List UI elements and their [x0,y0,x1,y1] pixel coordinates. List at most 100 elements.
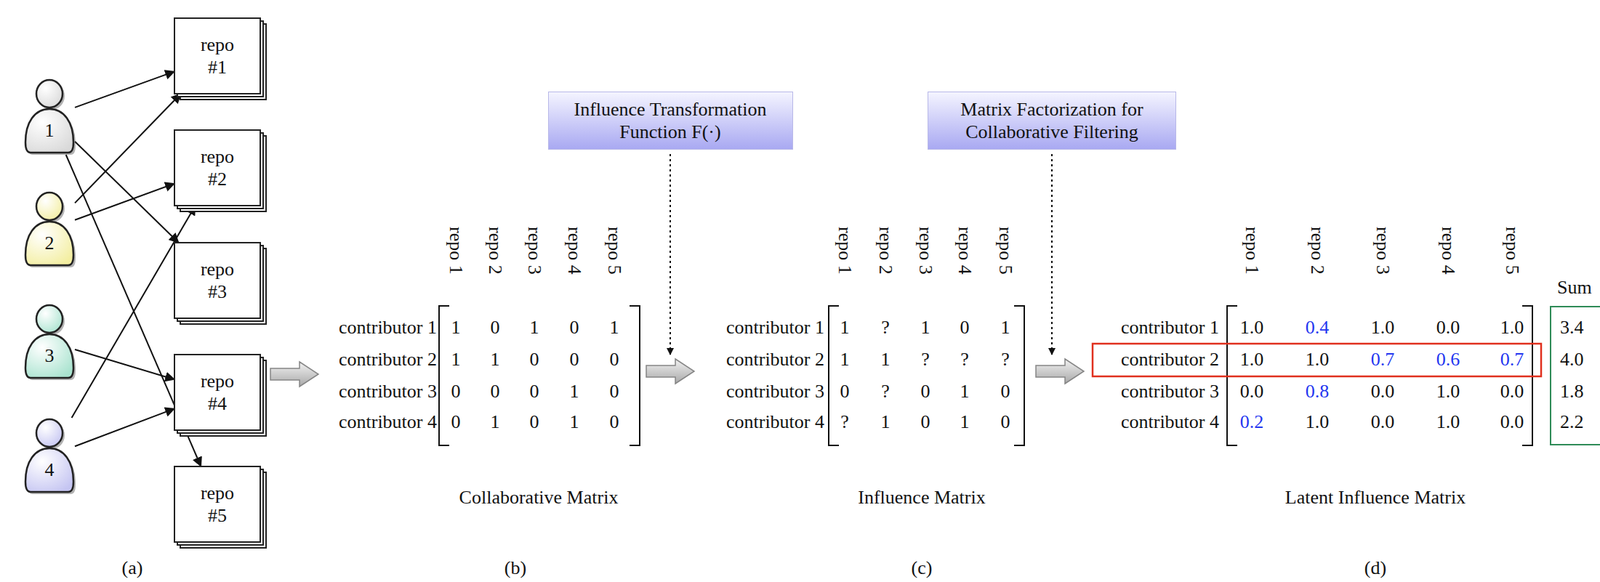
matrix-cell: 0 [451,380,461,403]
matrix-cell: 1.0 [1436,380,1461,403]
contributor-figure: 3 [23,303,75,381]
node-text: repo #2 [200,145,235,191]
matrix-cell: 0.8 [1305,380,1330,403]
contribution-arrow [74,71,175,108]
column-header: repo 4 [562,226,586,275]
matrix-cell: 0 [609,348,620,371]
matrix-cell: 0 [569,348,580,371]
sum-box: Sum3.44.01.82.2 [1549,276,1600,448]
node-text: repo #4 [200,370,235,416]
column-header: repo 4 [953,226,976,275]
repo-box: repo #2 [173,129,267,213]
matrix-cell: 0 [609,380,620,403]
matrix-cell: 1 [569,410,580,434]
row-label: contributor 1 [1120,316,1220,339]
person-icon [23,417,75,495]
matrix-cell: ? [881,316,890,339]
matrix-bracket [1014,306,1025,446]
matrix-cell: 0 [490,316,501,339]
matrix-cell: 0 [1000,410,1011,434]
row-label: contributor 4 [1120,410,1220,434]
node-text: 4 [23,458,75,482]
column-header: repo 3 [913,226,937,275]
matrix-cell: 1 [840,316,850,339]
contribution-arrow [74,349,175,380]
matrix-cell: 1.0 [1436,410,1461,434]
node-text: Sum [1557,276,1593,299]
node-text: 1.8 [1560,380,1585,403]
matrix-cell: 1 [451,316,461,339]
panel-letter: (c) [911,556,933,580]
panel-letter: (d) [1364,556,1387,580]
matrix-cell: 0 [490,380,501,403]
matrix-cell: 0 [451,410,461,434]
matrix-cell: 1 [451,348,461,371]
flow-arrow [270,362,319,387]
dotted-pointer [669,154,671,355]
highlight-row [1092,343,1542,377]
matrix-cell: 1 [960,380,970,403]
person-icon [23,78,75,155]
matrix-cell: ? [921,348,930,371]
node-text: 4.0 [1560,348,1585,371]
column-header: repo 5 [602,226,626,275]
repo-page [174,466,261,543]
matrix-cell: 1 [490,348,501,371]
person-head [36,305,63,333]
matrix-cell: 0.6 [1436,348,1461,371]
matrix-cell: 0.7 [1371,348,1396,371]
process-box: Influence Transformation Function F(·) [548,91,794,150]
flow-arrow [1035,359,1084,384]
repo-box: repo #3 [173,242,267,325]
column-header: repo 2 [1305,226,1329,275]
contribution-arrow [74,183,175,221]
row-label: contributor 1 [338,316,437,339]
node-text: 1 [23,119,75,142]
column-header: repo 2 [483,226,506,275]
node-text: Influence Transformation Function F(·) [557,98,784,144]
row-label: contributor 4 [726,410,825,434]
panel-letter: (a) [122,556,144,580]
column-header: repo 5 [1500,226,1523,275]
repo-box: repo #1 [173,17,267,101]
matrix-cell: 1 [529,316,540,339]
node-text: repo #5 [200,481,235,528]
row-label: contributor 2 [726,348,825,371]
column-header: repo 1 [444,226,467,275]
matrix-cell: 1.0 [1305,410,1330,434]
column-header: repo 2 [873,226,897,275]
matrix-cell: 0.4 [1305,316,1330,339]
column-header: repo 1 [833,226,856,275]
matrix-cell: 1.0 [1371,316,1396,339]
node-text: 2.2 [1560,410,1585,434]
matrix-bracket [629,306,640,446]
row-label: contributor 2 [338,348,437,371]
matrix-cell: 0.7 [1500,348,1525,371]
person-head [36,79,63,108]
row-label: contributor 3 [1120,380,1220,403]
matrix-cell: 0 [569,316,580,339]
repo-page [174,354,261,431]
matrix-title: Latent Influence Matrix [1285,486,1466,509]
matrix-bracket [828,306,839,446]
node-text: repo #3 [200,258,235,304]
node-text: repo #1 [200,33,235,79]
repo-page [174,130,261,206]
person-head [36,192,63,221]
matrix-cell: 0 [529,380,540,403]
matrix-cell: ? [881,380,890,403]
matrix-cell: 0.0 [1240,380,1265,403]
node-text: 3 [23,344,75,368]
column-header: repo 1 [1240,226,1263,275]
matrix-cell: 1 [840,348,850,371]
matrix-cell: 0 [529,410,540,434]
column-header: repo 3 [1371,226,1394,275]
row-label: contributor 3 [726,380,825,403]
matrix-cell: 0.0 [1500,380,1525,403]
column-header: repo 4 [1436,226,1459,275]
matrix-cell: 0.2 [1240,410,1265,434]
matrix-cell: 0 [921,410,931,434]
person-head [36,419,63,448]
column-header: repo 3 [522,226,546,275]
